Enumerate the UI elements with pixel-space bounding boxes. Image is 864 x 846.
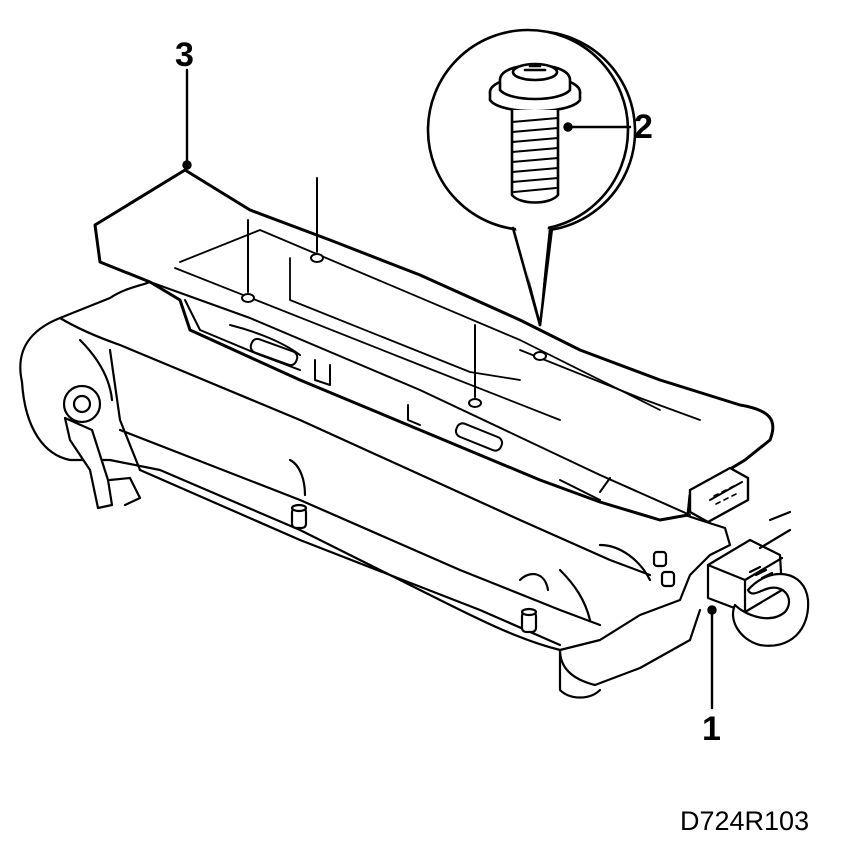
housing-base	[19, 280, 732, 699]
figure-reference-code: D724R103	[680, 806, 810, 836]
leader-dot-2	[563, 122, 573, 132]
callout-label-2: 2	[634, 108, 653, 146]
leader-lines	[182, 68, 717, 710]
cover-lid	[93, 168, 775, 524]
leader-dot-1	[707, 605, 717, 615]
connector-plug	[706, 510, 810, 647]
callout-label-3: 3	[175, 36, 194, 74]
leader-dot-3	[182, 160, 192, 170]
screw-detail-callout	[426, 28, 637, 327]
callout-label-1: 1	[702, 710, 721, 748]
